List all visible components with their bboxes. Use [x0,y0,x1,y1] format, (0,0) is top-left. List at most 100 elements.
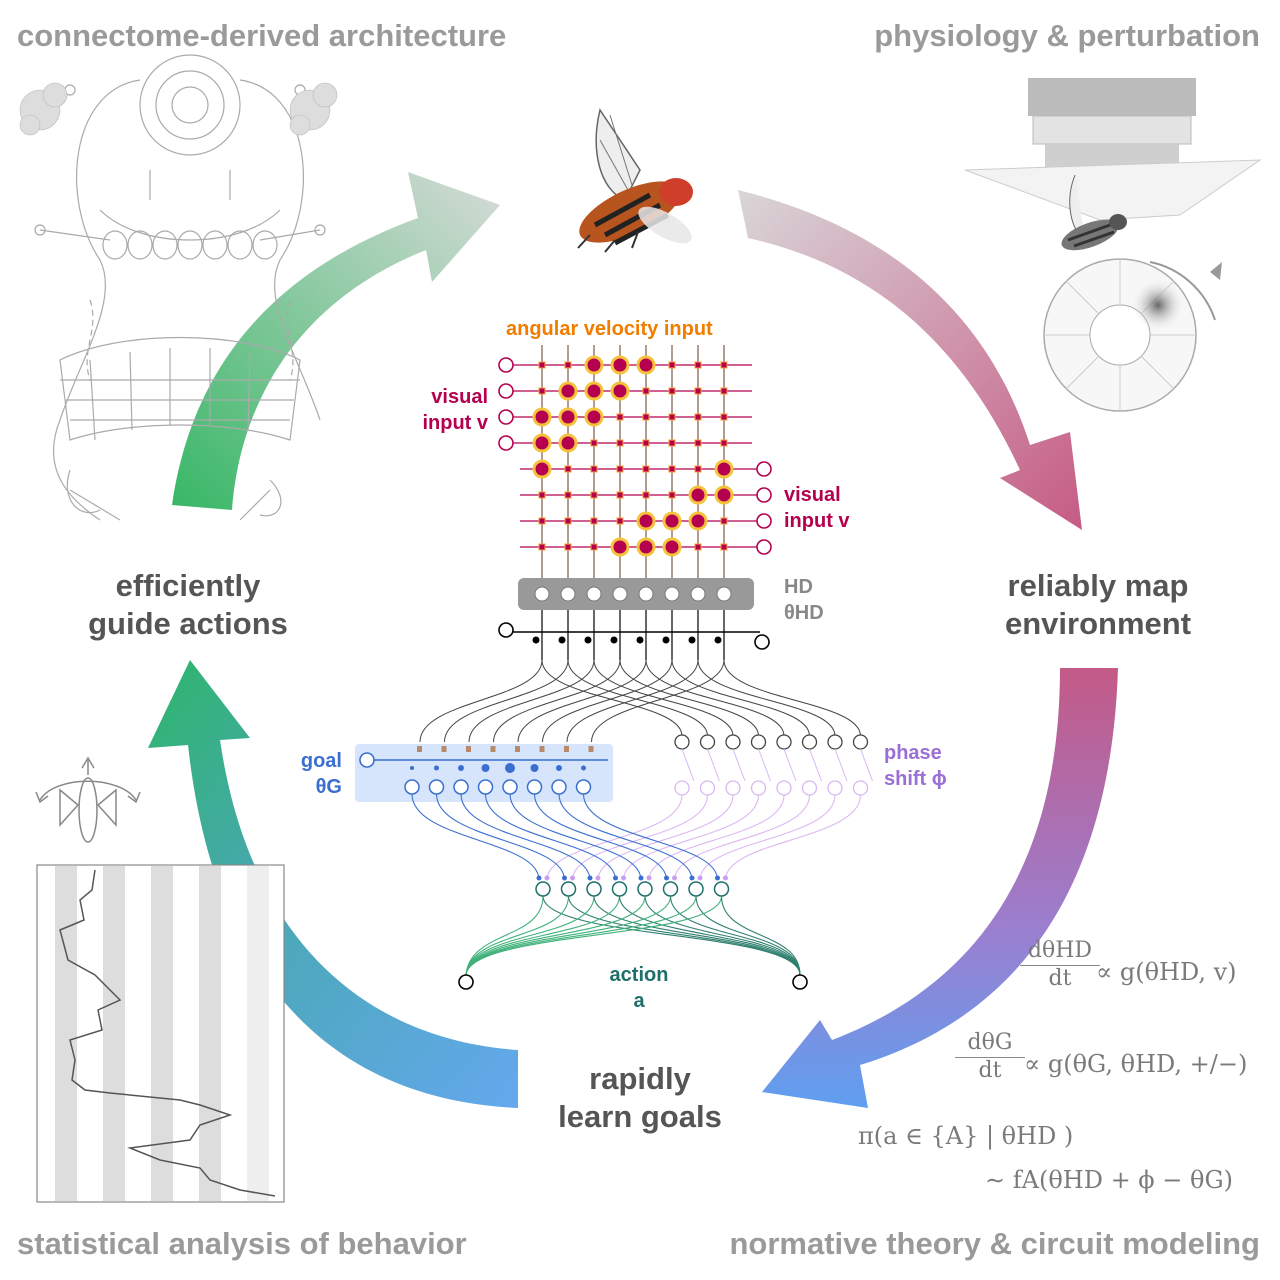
synapse-weak [538,387,546,395]
label-learn-goals-line2: learn goals [558,1099,722,1134]
eq1-rhs: ∝ g(θHD, v) [1096,958,1237,986]
hd-output-synapse [636,636,644,644]
synapse-weak [720,361,728,369]
synapse-weak [564,465,572,473]
synapse-weak [564,491,572,499]
synapse-weak [720,517,728,525]
goal-synapse-top [588,746,594,752]
hd-output-node [498,622,514,638]
visual-input-left-line1: visual [431,386,488,408]
goal-weight [481,764,490,772]
synapse-weak [694,465,702,473]
cycle-arrow-top-left [172,172,500,510]
visual-input-right-line2: input v [784,510,850,532]
action-goal-synapse [562,875,567,881]
phase-shift-line1: phase [884,742,942,764]
phase-to-action-path [673,794,811,881]
phase-neuron-bottom [699,780,716,796]
synapse-weak [720,543,728,551]
action-label-line2: a [633,990,645,1012]
phase-neuron-bottom [801,780,818,796]
synapse-weak [642,439,650,447]
hd-output-synapse [662,636,670,644]
goal-neuron [428,779,445,795]
synapse-strong [532,433,552,453]
synapse-weak [642,465,650,473]
hd-to-phase-path [541,659,683,737]
synapse-strong [532,459,552,479]
label-guide-actions-line1: efficiently [115,568,261,603]
label-guide-actions-line2: guide actions [88,606,288,641]
goal-layer [359,746,608,795]
phase-link [681,748,695,782]
hd-output-synapse [558,636,566,644]
goal-label-line2: θG [315,776,342,798]
phase-neuron-bottom [674,780,690,796]
hd-neurons [534,586,732,602]
synapse-strong [688,511,708,531]
action-phase-synapse [544,875,550,881]
action-output-left [458,974,474,990]
visual-input-left-label: visual input v [408,384,488,436]
action-label: action a [594,962,684,1014]
phase-link [860,748,873,782]
hd-to-goal-path [517,659,647,743]
phase-to-action-path [699,794,836,881]
action-output-path [720,895,801,976]
phase-to-action-path [648,794,785,881]
eq2-numerator: dθG [955,1030,1025,1058]
action-output-path [465,895,723,976]
visual-input-right-line1: visual [784,484,841,506]
eq3-line2: ∼ fA(θHD + ϕ − θG) [985,1166,1234,1194]
phase-neuron-bottom [725,780,741,796]
goal-neuron [526,779,543,795]
synapse-weak [668,387,676,395]
action-goal-synapse [689,875,695,881]
hd-neuron [638,586,654,602]
connectivity-grid-lines [498,345,772,580]
phase-neuron-bottom [827,780,843,796]
action-output-right [792,974,808,990]
synapse-weak [668,361,676,369]
synapse-weak [668,439,676,447]
synapse-strong [636,537,656,557]
tethered-fly [1061,174,1127,251]
action-output-path [669,895,801,976]
goal-synapse-top [515,746,520,752]
synapse-weak [538,543,546,551]
eq2-fraction: dθG dt [955,1030,1025,1083]
visual-input-node [756,461,772,477]
action-output-path [465,895,646,976]
synapse-weak [590,543,598,551]
hd-to-goal-path [444,659,569,743]
fly-turn-icon [35,756,141,843]
synapse-weak [590,517,598,525]
label-learn-goals-line1: rapidly [589,1061,691,1096]
phase-link [809,748,822,782]
angular-velocity-label: angular velocity input [506,318,713,340]
visual-input-node [498,435,514,451]
hd-to-phase-path [671,659,810,737]
phase-shift-label: phase shift ϕ [884,740,947,792]
cycle-arrow-top-right [738,190,1082,530]
eq2-denominator: dt [978,1058,1002,1083]
phase-link [707,748,720,782]
synapse-weak [590,465,598,473]
synapse-strong [714,485,734,505]
hd-to-phase-path [619,659,759,737]
eq3-line1: π(a ∈ {A} | θHD ) [858,1122,1074,1150]
goal-neuron [404,779,420,795]
hd-neuron [534,586,550,602]
visual-input-node [498,409,514,425]
hd-neuron [560,586,576,602]
goal-synapse-top [417,746,422,752]
phase-neuron-top [776,734,792,750]
visual-input-node [498,383,514,399]
synapse-weak [694,387,702,395]
connectome-diagram [34,54,326,521]
synapse-weak [720,413,728,421]
hd-to-goal-path [493,659,621,743]
action-goal-synapse [638,875,644,881]
title-physiology: physiology & perturbation [874,18,1260,53]
synapse-weak [564,543,572,551]
